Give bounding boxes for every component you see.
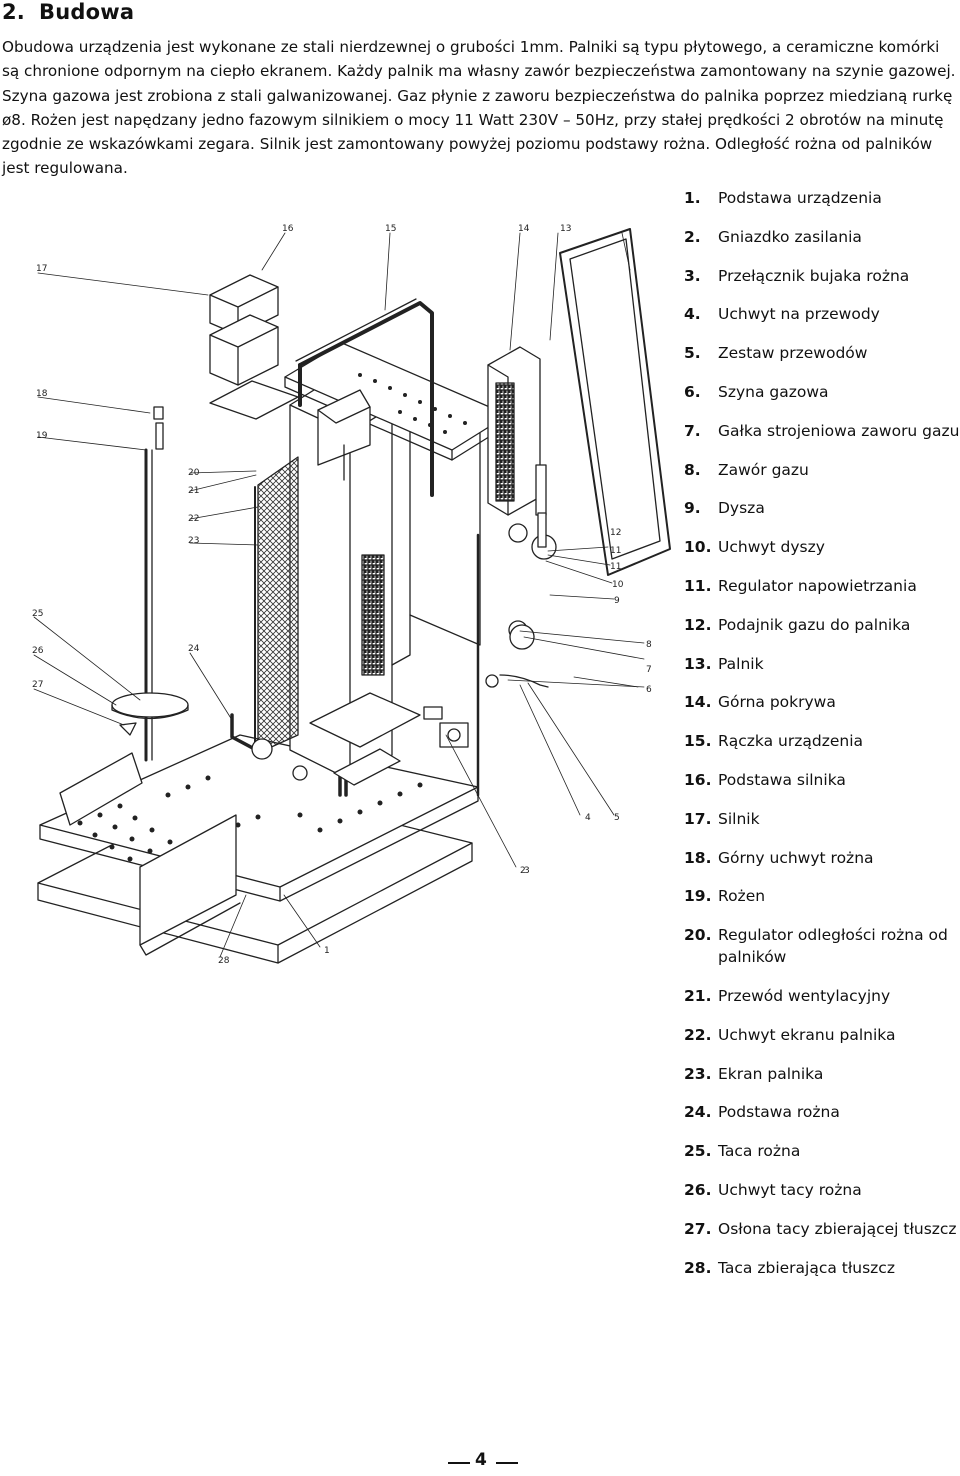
callout-7: 7 [646,665,652,675]
tray-cover-part [59,752,241,956]
parts-list-item: 15.Rączka urządzenia [684,732,864,751]
callout-12: 12 [610,528,621,538]
parts-list-item: 16.Podstawa silnika [684,770,846,789]
motor-part [209,274,299,420]
control-box-part [487,346,541,516]
exploded-view-diagram: 1 2 3 4 5 6 7 8 9 10 11 11 12 13 14 15 1… [32,224,671,966]
callout-22: 22 [188,514,199,524]
parts-list-item: 2.Gniazdko zasilania [684,227,862,246]
callout-25: 25 [32,609,43,619]
callout-19: 19 [36,431,48,441]
callout-4: 4 [585,813,591,823]
parts-list-item: 18.Górny uchwyt rożna [684,848,874,867]
callout-11b: 11 [610,546,621,556]
callout-1: 1 [324,946,330,956]
parts-list-item: 27.Osłona tacy zbierającej tłuszcz [684,1219,957,1238]
parts-list-item: 21.Przewód wentylacyjny [684,986,891,1005]
callout-13: 13 [560,224,571,234]
parts-list-item: 6.Szyna gazowa [684,382,829,401]
callout-6: 6 [646,685,652,695]
parts-list-item: 20.Regulator odległości rożna od palnikó… [684,926,948,967]
spit-tray-part [111,692,189,736]
callout-27: 27 [32,680,43,690]
callout-20: 20 [188,468,200,478]
power-socket-part [423,674,549,748]
parts-list-item: 19.Rożen [684,887,766,906]
parts-list-item: 17.Silnik [684,809,760,828]
callout-24: 24 [188,644,200,654]
section-heading: 2. Budowa [2,0,134,24]
parts-list-item: 8.Zawór gazu [684,460,809,479]
parts-list-item: 14.Górna pokrywa [684,693,836,712]
callout-2: 2 [520,866,526,876]
parts-list-item: 28.Taca zbierająca tłuszcz [684,1258,895,1277]
callout-14: 14 [518,224,530,234]
callout-26: 26 [32,646,44,656]
page-footer: 4 [448,1446,518,1476]
section-number: 2. [2,0,25,24]
page-number: 4 [475,1450,487,1470]
parts-list-item: 11.Regulator napowietrzania [684,576,917,595]
footer-dash-right [496,1462,518,1464]
callout-labels: 1 2 3 4 5 6 7 8 9 10 11 11 12 13 14 15 1… [32,224,652,966]
parts-list-item: 25.Taca rożna [684,1142,801,1161]
parts-list-item: 7.Gałka strojeniowa zaworu gazu [684,421,960,440]
parts-list-item: 12.Podajnik gazu do palnika [684,615,911,634]
parts-list-item: 24.Podstawa rożna [684,1103,840,1122]
parts-list-item: 13.Palnik [684,654,764,673]
parts-list: 1.Podstawa urządzenia 2.Gniazdko zasilan… [684,187,960,1295]
burner-screen-part [254,456,299,756]
parts-list-item: 3.Przełącznik bujaka rożna [684,266,910,285]
callout-28: 28 [218,956,230,966]
parts-list-item: 1.Podstawa urządzenia [684,189,882,207]
callout-16: 16 [282,224,294,234]
parts-list-item: 4.Uchwyt na przewody [684,305,880,324]
footer-dash-left [448,1462,470,1464]
callout-15: 15 [385,224,396,234]
callout-10: 10 [612,580,624,590]
callout-5: 5 [614,813,620,823]
vent-duct-part [317,389,371,481]
handle-part [295,298,434,497]
parts-list-item: 26.Uchwyt tacy rożna [684,1180,862,1199]
callout-23: 23 [188,536,199,546]
callout-8: 8 [646,640,652,650]
side-panel-part [559,228,671,576]
gas-valves-part [476,464,557,797]
section-title: Budowa [39,0,135,24]
callout-9: 9 [614,596,620,606]
base-plate-part [39,734,479,902]
callout-21: 21 [188,486,199,496]
intro-paragraph: Obudowa urządzenia jest wykonane ze stal… [2,38,956,178]
callout-11a: 11 [610,562,621,572]
parts-list-item: 10.Uchwyt dyszy [684,538,825,557]
leader-lines [33,232,645,958]
parts-list-item: 9.Dysza [684,499,765,518]
callout-18: 18 [36,389,48,399]
callout-17: 17 [36,264,47,274]
parts-list-item: 23.Ekran palnika [684,1064,824,1083]
callout-3: 3 [524,866,530,876]
spit-base-part [230,692,421,797]
parts-list-item: 5.Zestaw przewodów [684,344,868,363]
parts-list-item: 22.Uchwyt ekranu palnika [684,1025,896,1044]
